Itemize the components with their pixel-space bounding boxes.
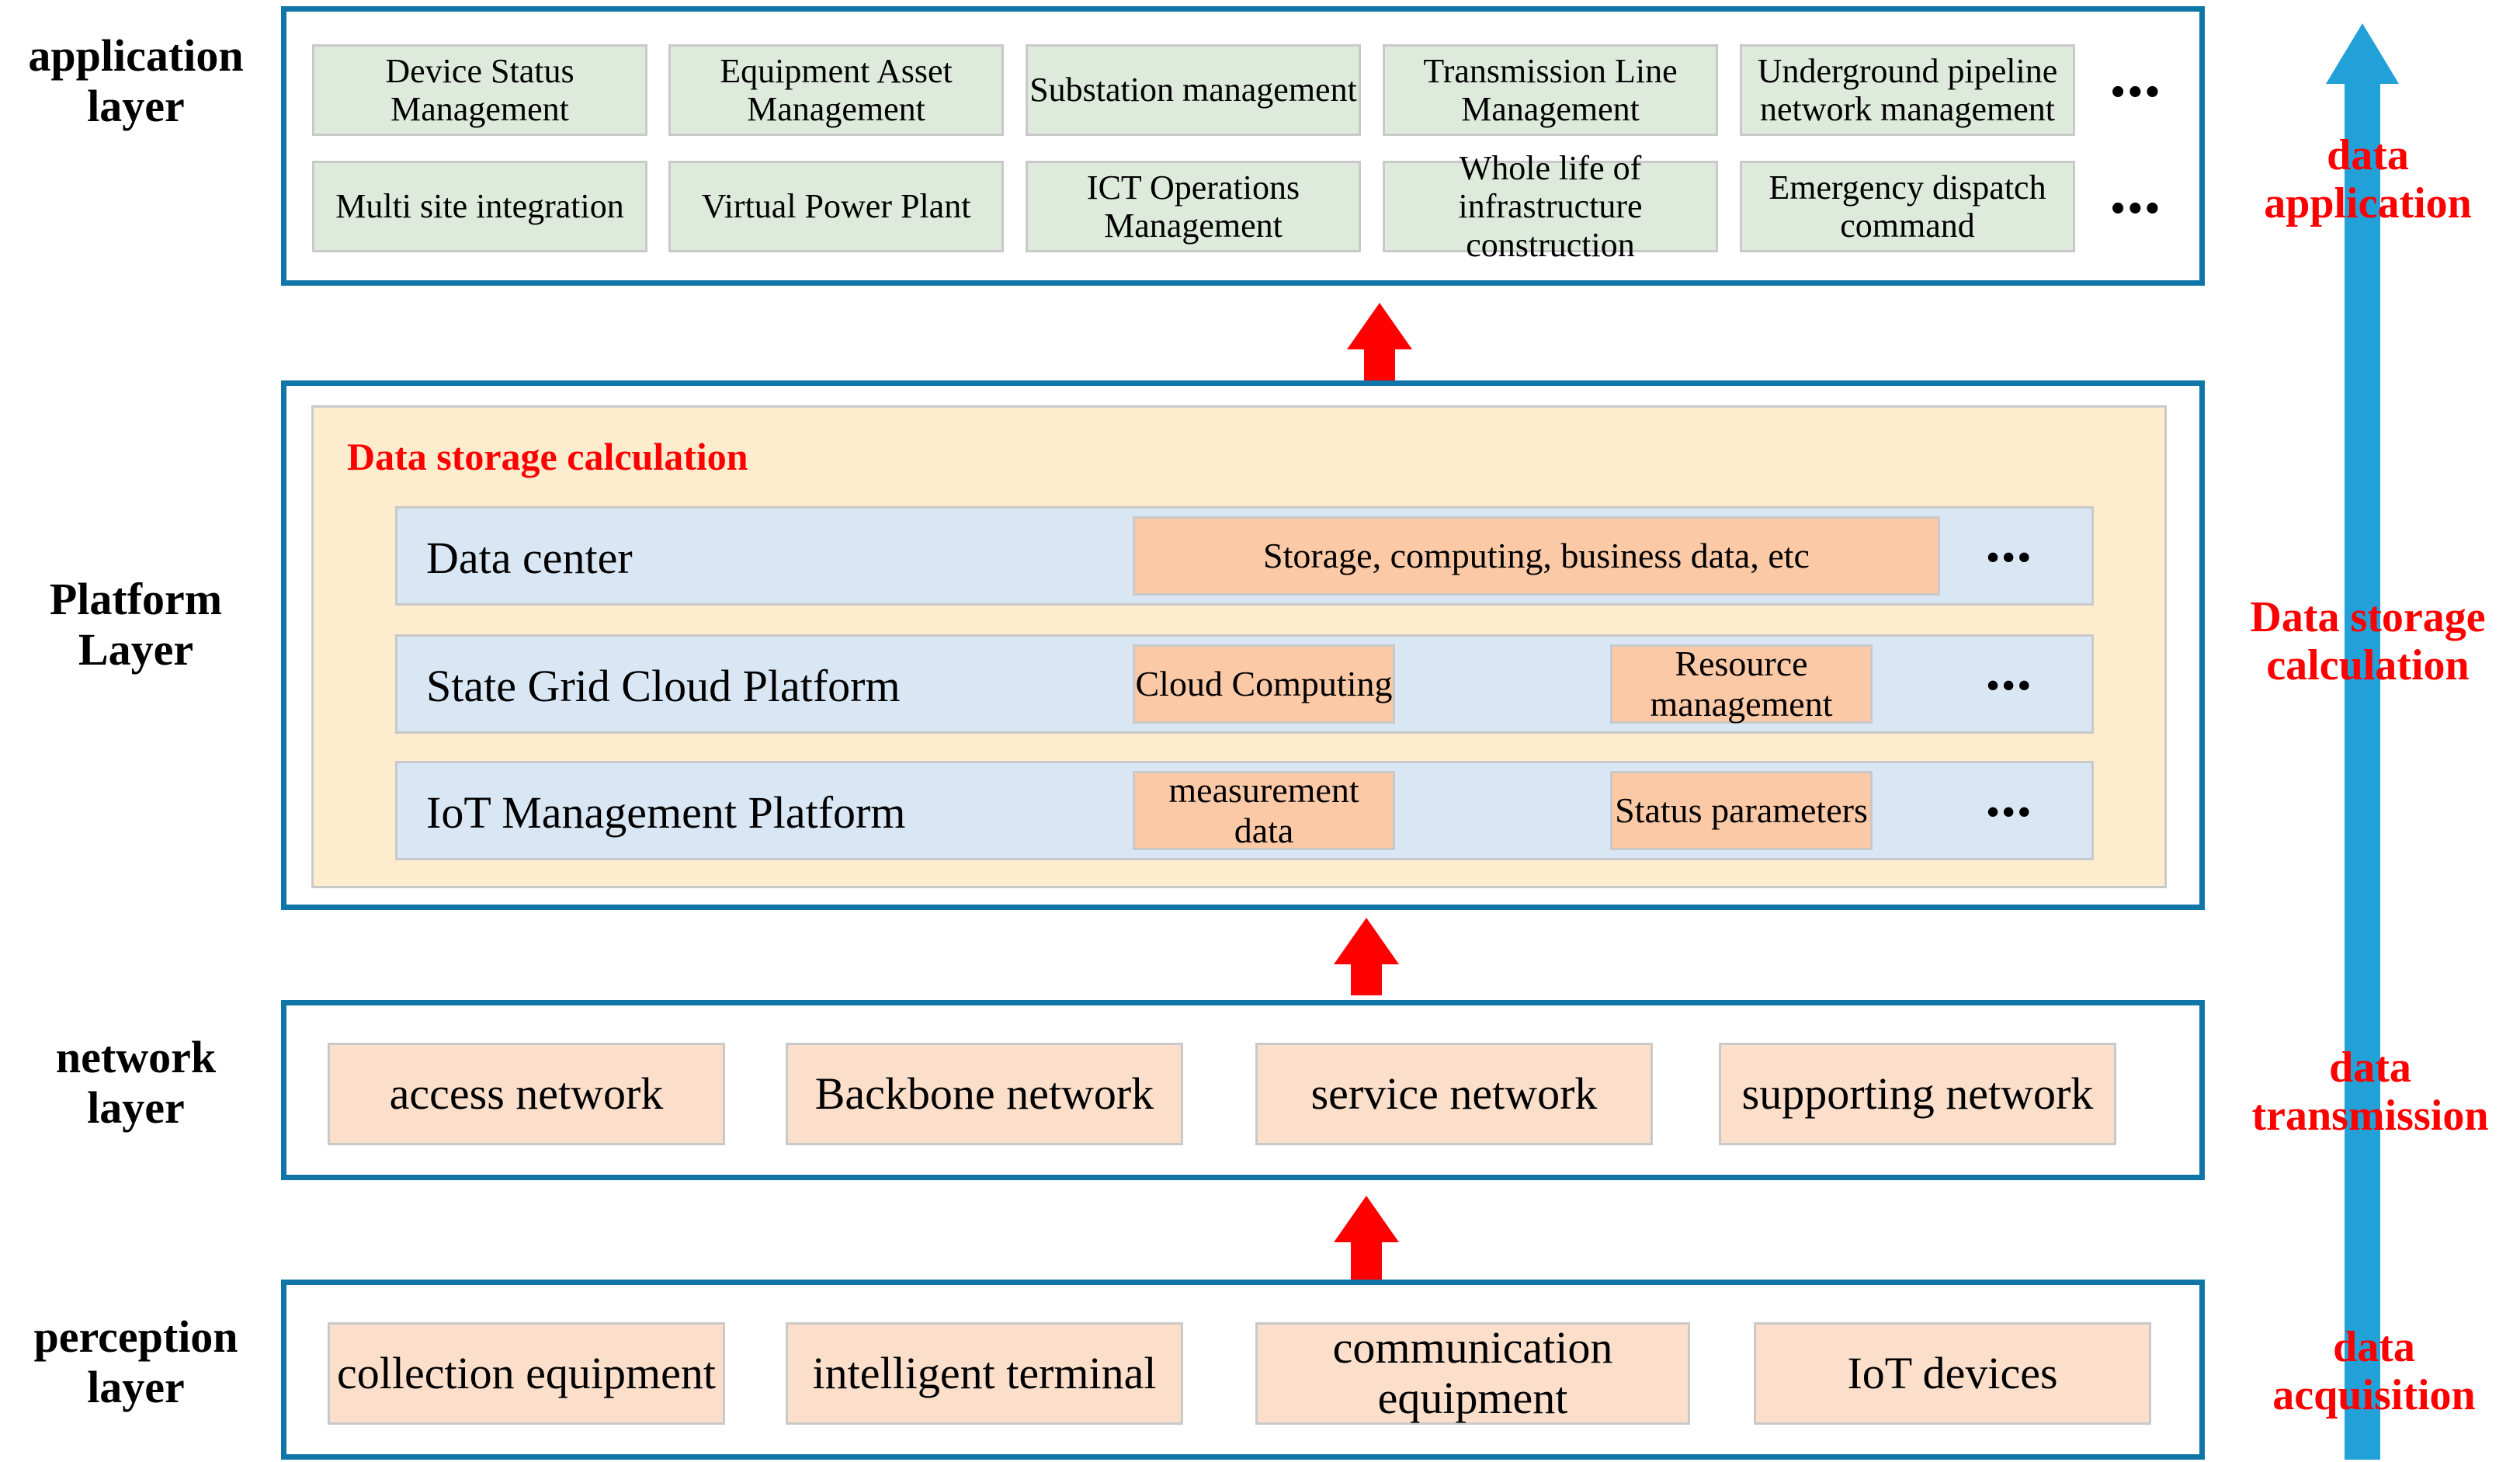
perception-card[interactable]: collection equipment: [328, 1322, 725, 1425]
perception-card-label: intelligent terminal: [812, 1347, 1157, 1398]
application-card[interactable]: Underground pipeline network management: [1740, 44, 2075, 136]
platform-item-label: Storage, computing, business data, etc: [1263, 536, 1810, 576]
layer-caption-perception: perception layer: [33, 1311, 238, 1412]
arrow-perception-to-network: [1334, 1196, 1399, 1280]
platform-item-card[interactable]: measurement data: [1133, 770, 1395, 850]
application-card[interactable]: ICT Operations Management: [1026, 161, 1361, 252]
application-card[interactable]: Device Status Management: [312, 44, 647, 136]
application-row2-ellipsis: •••: [2111, 186, 2163, 231]
platform-item-card[interactable]: Status parameters: [1610, 771, 1873, 850]
perception-card-label: collection equipment: [336, 1347, 716, 1398]
application-row1-ellipsis: •••: [2111, 70, 2163, 114]
flow-label-data-acquisition: data acquisition: [2272, 1323, 2476, 1419]
arrow-platform-to-application: [1347, 303, 1412, 400]
application-card-label: Emergency dispatch command: [1769, 168, 2046, 245]
application-card-label: Underground pipeline network management: [1757, 51, 2058, 128]
perception-card-label: communication equipment: [1332, 1322, 1613, 1423]
arrow-network-to-platform: [1334, 918, 1399, 995]
platform-item-label: measurement data: [1168, 770, 1359, 850]
application-card[interactable]: Whole life of infrastructure constructio…: [1383, 149, 1718, 264]
platform-item-label: Cloud Computing: [1135, 664, 1393, 704]
panel-title-data-storage-calculation: Data storage calculation: [347, 435, 748, 478]
platform-row-label: Data center: [426, 533, 633, 583]
application-card-label: Whole life of infrastructure constructio…: [1458, 149, 1643, 264]
application-card[interactable]: Transmission Line Management: [1383, 44, 1718, 136]
platform-row-label: State Grid Cloud Platform: [426, 661, 901, 711]
perception-card[interactable]: IoT devices: [1754, 1322, 2151, 1425]
platform-row1-ellipsis: •••: [1987, 537, 2034, 577]
application-card-label: ICT Operations Management: [1086, 168, 1300, 245]
layer-caption-platform: Platform Layer: [49, 574, 223, 675]
network-card-label: access network: [389, 1068, 664, 1119]
flow-label-data-transmission: data transmission: [2251, 1044, 2489, 1140]
data-flow-arrow: [2325, 23, 2400, 1460]
network-layer-container: access network Backbone network service …: [281, 1000, 2205, 1180]
application-card[interactable]: Substation management: [1026, 44, 1361, 136]
application-card-label: Device Status Management: [385, 51, 574, 128]
perception-card[interactable]: intelligent terminal: [786, 1322, 1183, 1425]
application-card-label: Transmission Line Management: [1423, 51, 1678, 128]
layer-caption-application: application layer: [28, 30, 244, 131]
network-card[interactable]: access network: [328, 1043, 725, 1145]
flow-label-data-storage-calculation: Data storage calculation: [2250, 593, 2486, 689]
network-card[interactable]: supporting network: [1719, 1043, 2116, 1145]
application-card[interactable]: Virtual Power Plant: [668, 161, 1004, 252]
application-card[interactable]: Equipment Asset Management: [668, 44, 1004, 136]
flow-label-data-application: data application: [2264, 131, 2472, 227]
network-card-label: supporting network: [1741, 1068, 2094, 1119]
application-card-label: Virtual Power Plant: [701, 187, 971, 226]
platform-item-label: Status parameters: [1615, 790, 1868, 831]
layer-caption-network: network layer: [55, 1032, 217, 1133]
perception-card-label: IoT devices: [1847, 1347, 2058, 1398]
application-layer-container: Device Status Management Equipment Asset…: [281, 6, 2205, 286]
platform-item-card[interactable]: Cloud Computing: [1133, 644, 1395, 724]
network-card[interactable]: Backbone network: [786, 1043, 1183, 1145]
platform-item-card[interactable]: Resource management: [1610, 644, 1873, 724]
application-card-label: Substation management: [1029, 71, 1357, 109]
application-card[interactable]: Multi site integration: [312, 161, 647, 252]
network-card-label: service network: [1310, 1068, 1598, 1119]
application-card-label: Equipment Asset Management: [720, 51, 953, 128]
application-card[interactable]: Emergency dispatch command: [1740, 161, 2075, 252]
platform-item-card[interactable]: Storage, computing, business data, etc: [1133, 516, 1940, 596]
platform-layer-container: Data storage calculation Data center Sto…: [281, 380, 2205, 910]
network-card-label: Backbone network: [814, 1068, 1154, 1119]
platform-row-label: IoT Management Platform: [426, 787, 906, 838]
application-card-label: Multi site integration: [335, 187, 624, 226]
network-card[interactable]: service network: [1255, 1043, 1653, 1145]
platform-row2-ellipsis: •••: [1987, 665, 2034, 705]
platform-row3-ellipsis: •••: [1987, 792, 2034, 832]
perception-card[interactable]: communication equipment: [1255, 1322, 1690, 1425]
platform-item-label: Resource management: [1650, 644, 1833, 724]
perception-layer-container: collection equipment intelligent termina…: [281, 1280, 2205, 1460]
